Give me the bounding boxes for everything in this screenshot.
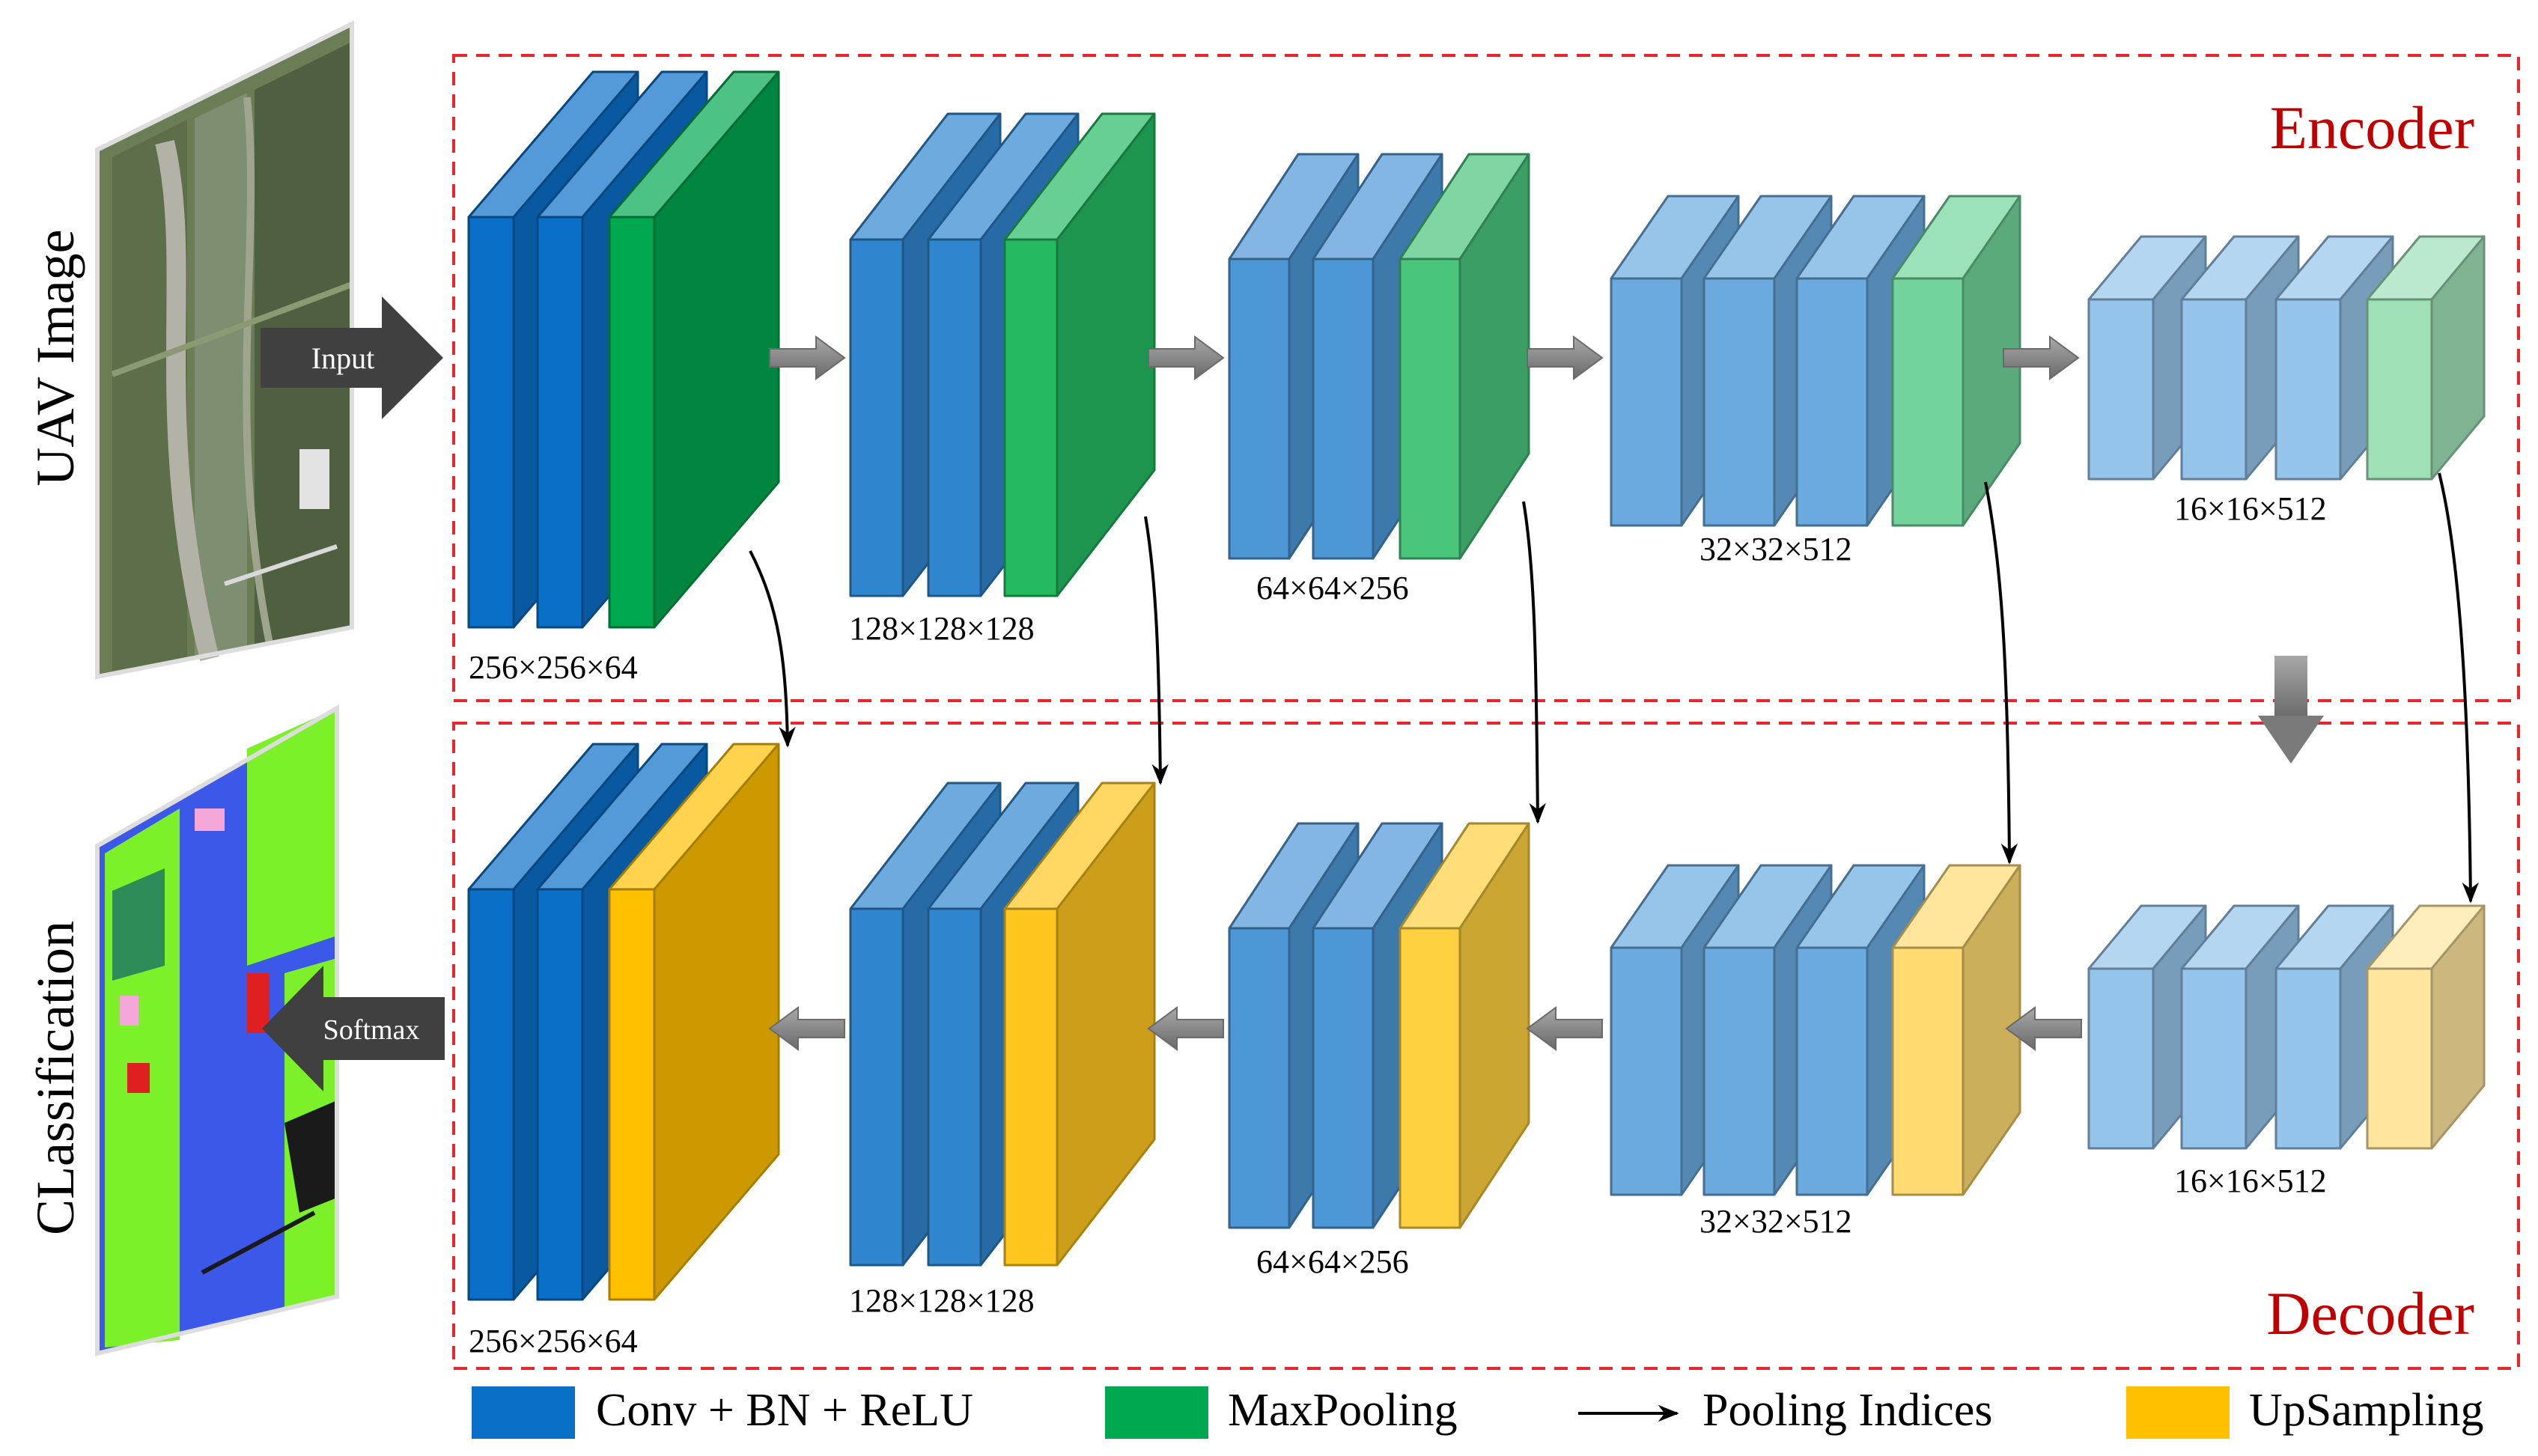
decoder-size-label-3: 64×64×256: [1256, 1243, 1409, 1280]
decoder-upsampling-block-5: [2366, 904, 2486, 1150]
pooling-index-arrow-3: [1522, 501, 1546, 824]
encoder-frame: [452, 54, 2520, 702]
decoder-size-label-1: 256×256×64: [469, 1323, 638, 1359]
decoder-frame: [452, 722, 2520, 1370]
legend-conv-swatch: [472, 1386, 575, 1439]
uav-image: [95, 20, 354, 680]
uav-image-label: UAV Image: [25, 229, 85, 486]
encoder-maxpool-block-1: [608, 70, 780, 629]
encoder-flow-arrow-3: [1527, 335, 1604, 380]
bottleneck-down-arrow: [2258, 656, 2324, 764]
classification-map: [95, 704, 339, 1356]
pooling-indices-arrows: [749, 472, 2479, 904]
classification-label: CLassification: [25, 921, 85, 1235]
legend-upsampling-label: UpSampling: [2249, 1385, 2483, 1436]
decoder-size-label-4: 32×32×512: [1699, 1203, 1852, 1240]
legend-conv-label: Conv + BN + ReLU: [596, 1385, 973, 1436]
encoder-size-label-5: 16×16×512: [2174, 490, 2327, 527]
decoder-size-label-5: 16×16×512: [2174, 1163, 2327, 1199]
pooling-index-arrow-5: [2438, 472, 2479, 904]
encoder-flow-arrow-2: [1148, 335, 1225, 380]
decoder-flow-arrow-2: [1147, 1006, 1224, 1051]
encoder-size-label-3: 64×64×256: [1256, 570, 1409, 606]
legend-maxpool-label: MaxPooling: [1228, 1385, 1458, 1436]
decoder-flow-arrow-4: [2005, 1006, 2082, 1051]
encoder-size-label-2: 128×128×128: [849, 610, 1035, 647]
encoder-flow-arrow-1: [769, 335, 846, 380]
encoder-size-label-1: 256×256×64: [469, 649, 638, 686]
encoder-maxpool-block-2: [1003, 112, 1156, 597]
decoder-flow-arrow-3: [1526, 1006, 1603, 1051]
pooling-index-arrow-4: [1984, 481, 2018, 865]
encoder-maxpool-block-4: [1891, 195, 2021, 527]
softmax-label: Softmax: [323, 1014, 420, 1046]
encoder-conv-block-5-2: [2180, 235, 2300, 481]
legend: Conv + BN + ReLU MaxPooling Pooling Indi…: [472, 1385, 2483, 1439]
softmax-arrow: Softmax: [262, 966, 445, 1091]
encoder-maxpool-block-5: [2366, 235, 2486, 481]
decoder-upsampling-block-2: [1003, 782, 1156, 1267]
input-label: Input: [311, 341, 374, 375]
decoder-upsampling-block-1: [608, 743, 780, 1301]
encoder-label: Encoder: [2270, 94, 2474, 162]
legend-upsampling-swatch: [2126, 1386, 2230, 1439]
legend-maxpool-swatch: [1105, 1386, 1208, 1439]
input-arrow: Input: [261, 296, 443, 419]
legend-indices-label: Pooling Indices: [1702, 1385, 1992, 1436]
flow-arrows: [768, 335, 2082, 1051]
decoder-size-label-2: 128×128×128: [849, 1282, 1035, 1319]
size-labels: 256×256×64 256×256×64 128×128×128 128×128×1…: [469, 490, 2327, 1359]
decoder-upsampling-block-4: [1891, 864, 2021, 1196]
encoder-maxpool-block-3: [1399, 153, 1530, 560]
encoder-size-label-4: 32×32×512: [1699, 531, 1852, 567]
decoder-flow-arrow-1: [768, 1006, 845, 1051]
decoder-label: Decoder: [2266, 1279, 2474, 1347]
encoder-flow-arrow-4: [2003, 335, 2080, 380]
decoder-upsampling-block-3: [1399, 822, 1530, 1229]
layer-blocks: [467, 70, 2486, 1301]
pooling-index-arrow-1: [749, 550, 796, 748]
pooling-index-arrow-2: [1144, 516, 1169, 785]
